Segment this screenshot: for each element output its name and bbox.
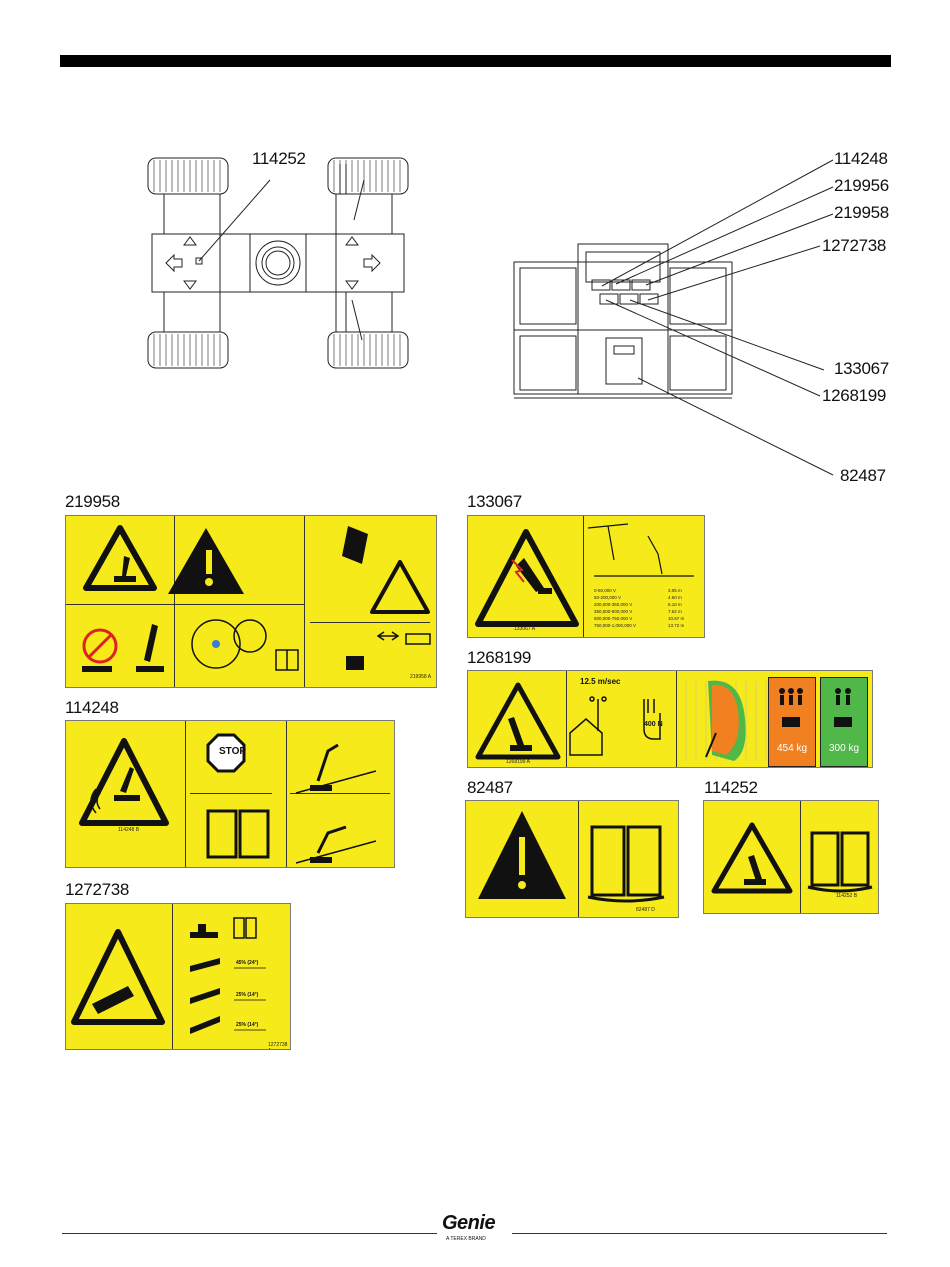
decal-82487: 82487 D bbox=[465, 800, 679, 918]
capacity-300-label: 300 kg bbox=[828, 743, 860, 754]
callout-219956: 219956 bbox=[834, 176, 889, 195]
callout-1268199: 1268199 bbox=[822, 386, 887, 405]
decal-1268199-art bbox=[475, 680, 767, 761]
genie-logo: Genie bbox=[442, 1212, 496, 1234]
distance-row-2: 4.60 m bbox=[668, 595, 682, 600]
decal-part-1268199: 1268199 A bbox=[506, 759, 530, 765]
callout-114248: 114248 bbox=[834, 149, 888, 168]
decal-219958: 219958 A bbox=[65, 515, 437, 688]
distance-row-1: 3.05 m bbox=[668, 588, 682, 593]
decal-114248-art bbox=[79, 733, 377, 864]
voltage-row-6: 750,000-1,000,000 V bbox=[594, 623, 636, 628]
slope-rating-1: 45% (24°) bbox=[236, 960, 259, 966]
decal-part-114248: 114248 B bbox=[118, 827, 140, 833]
terex-brand-text: A TEREX BRAND bbox=[446, 1236, 486, 1242]
slope-rating-2: 25% (14°) bbox=[236, 992, 259, 998]
chassis-top-view bbox=[140, 150, 420, 375]
callout-219958: 219958 bbox=[834, 203, 889, 222]
decal-114248: STOP 114248 B bbox=[65, 720, 395, 868]
distance-row-6: 13.72 m bbox=[668, 623, 685, 628]
decal-114252-art bbox=[711, 822, 873, 894]
decal-title-82487: 82487 bbox=[467, 778, 513, 797]
decal-1272738: 45% (24°) 25% (14°) 25% (14°) 1272738 A bbox=[65, 903, 291, 1050]
callout-1272738: 1272738 bbox=[822, 236, 887, 255]
voltage-row-3: 200,000-350,000 V bbox=[594, 602, 632, 607]
callout-133067: 133067 bbox=[834, 359, 889, 378]
decal-part-82487: 82487 D bbox=[636, 907, 655, 913]
decal-133067-art: 0-50,000 V 50-200,000 V 200,000-350,000 … bbox=[475, 523, 694, 628]
decal-title-114248: 114248 bbox=[65, 698, 119, 717]
footer-rule-right bbox=[512, 1233, 887, 1234]
decal-title-114252: 114252 bbox=[704, 778, 758, 797]
callout-82487: 82487 bbox=[840, 466, 886, 485]
chassis-drawing bbox=[147, 157, 409, 369]
decal-title-1272738: 1272738 bbox=[65, 880, 130, 899]
decal-title-133067: 133067 bbox=[467, 492, 522, 511]
distance-row-3: 6.10 m bbox=[668, 602, 682, 607]
voltage-row-5: 500,000-750,000 V bbox=[594, 616, 632, 621]
decal-part-219958: 219958 A bbox=[410, 674, 432, 680]
distance-row-4: 7.62 m bbox=[668, 609, 682, 614]
platform-drawing bbox=[513, 159, 834, 476]
decal-114252: 114252 B bbox=[703, 800, 879, 914]
decal-1268199: 12.5 m/sec 400 N 454 kg 300 kg 1268199 A bbox=[467, 670, 873, 768]
decal-1272738-art bbox=[71, 917, 266, 1034]
voltage-row-2: 50-200,000 V bbox=[594, 595, 621, 600]
decal-title-1268199: 1268199 bbox=[467, 648, 532, 667]
decal-part-133067: 133067 A bbox=[514, 626, 536, 632]
distance-row-5: 10.67 m bbox=[668, 616, 685, 621]
footer-rule-left bbox=[62, 1233, 437, 1234]
decal-part-1272738: 1272738 A bbox=[268, 1042, 288, 1049]
decal-title-219958: 219958 bbox=[65, 492, 120, 511]
clearance-table: 0-50,000 V 50-200,000 V 200,000-350,000 … bbox=[594, 588, 685, 628]
callout-114252: 114252 bbox=[252, 149, 306, 168]
decal-219958-art bbox=[82, 525, 431, 672]
platform-side-view bbox=[508, 150, 888, 490]
stop-sign-label: STOP bbox=[219, 746, 247, 757]
wind-speed-label: 12.5 m/sec bbox=[580, 677, 621, 686]
header-bar bbox=[60, 55, 891, 67]
decal-133067: 0-50,000 V 50-200,000 V 200,000-350,000 … bbox=[467, 515, 705, 638]
voltage-row-1: 0-50,000 V bbox=[594, 588, 616, 593]
decal-82487-art bbox=[478, 811, 665, 903]
capacity-icons bbox=[779, 688, 852, 727]
voltage-row-4: 350,000-500,000 V bbox=[594, 609, 632, 614]
capacity-454-label: 454 kg bbox=[776, 743, 808, 754]
hand-force-label: 400 N bbox=[644, 721, 663, 728]
decal-part-114252: 114252 B bbox=[836, 893, 858, 899]
slope-rating-3: 25% (14°) bbox=[236, 1022, 259, 1028]
